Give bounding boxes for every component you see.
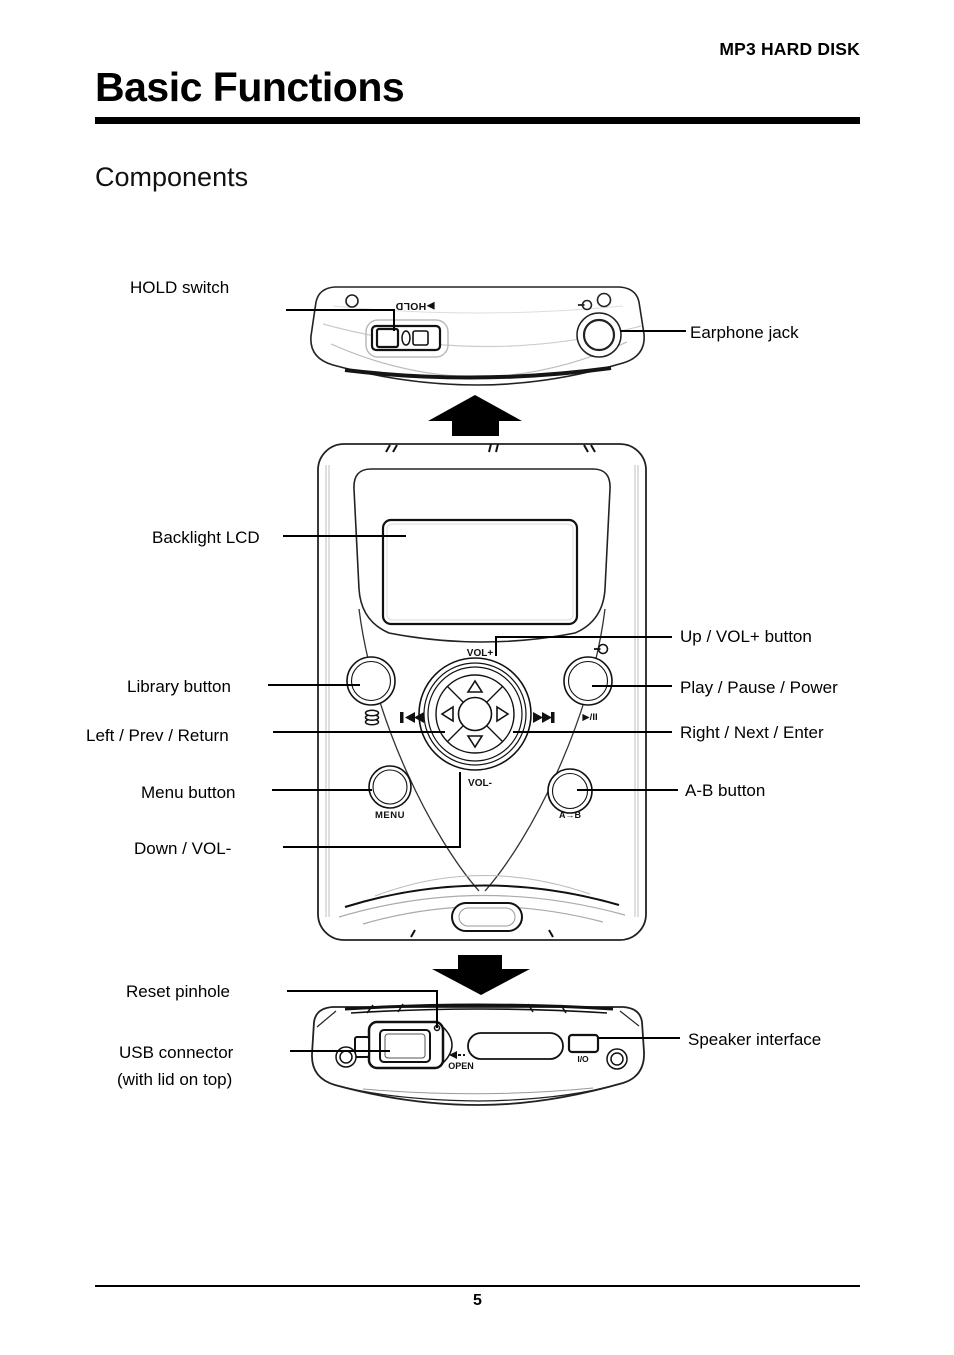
ab-button [547,768,593,814]
ab-marking: A→B [559,810,581,820]
leader-earphone-jack [620,330,686,332]
screw-hole [335,1046,357,1068]
usb-connector [354,1020,453,1070]
left-triangle-icon [440,705,454,723]
top-view-shadow-band [344,366,612,380]
callout-menu-button: Menu button [141,783,236,802]
leader-library-button [268,684,360,686]
leader-ab-button [577,789,678,791]
leader-usb-connector [290,1050,390,1052]
callout-right-next-enter: Right / Next / Enter [680,723,824,742]
speaker-port [567,1033,600,1054]
hold-marking: ▶HOLD [395,300,434,312]
skip-back-icon [400,712,424,723]
device-top-view: ▶HOLD [310,286,645,386]
leader-left-prev-return [273,731,445,733]
callout-down-vol: Down / VOL- [134,839,232,858]
down-triangle-icon [466,735,484,749]
title-rule [95,117,860,124]
leader-reset-pinhole [436,990,438,1028]
lcd-screen [381,518,579,626]
leader-hold-switch [393,309,395,331]
leader-down-vol [283,846,461,848]
callout-hold-switch: HOLD switch [130,278,230,297]
leader-up-vol [496,636,672,638]
screw-hole [606,1048,628,1070]
screw-hole [345,294,359,308]
top-ridge-band [344,1003,614,1011]
library-button [346,656,396,706]
callout-up-vol: Up / VOL+ button [680,627,812,646]
power-icon [578,299,593,311]
up-triangle-icon [466,679,484,693]
callout-backlight-lcd: Backlight LCD [152,528,260,547]
library-stack-icon [364,709,380,726]
right-triangle-icon [496,705,510,723]
leader-hold-switch [286,309,395,311]
dpad [418,657,532,771]
bottom-lid-opening [451,902,523,932]
battery-slot [467,1032,564,1060]
menu-marking: MENU [375,810,405,821]
leader-play-pause-power [592,685,672,687]
callout-play-pause-power: Play / Pause / Power [680,678,838,697]
io-marking: I/O [577,1054,589,1064]
leader-down-vol [459,772,461,848]
open-left-arrow-icon [449,1051,465,1059]
hold-switch [365,319,449,358]
callout-left-prev-return: Left / Prev / Return [86,726,229,745]
screw-hole [596,292,612,308]
earphone-jack [576,312,622,358]
callout-ab-button: A-B button [685,781,766,800]
callout-usb-connector: USB connector [119,1043,234,1062]
up-arrow [428,395,523,436]
skip-forward-icon [533,712,555,723]
usb-latch [354,1036,370,1058]
menu-button [368,765,412,809]
leader-backlight-lcd [283,535,406,537]
leader-reset-pinhole [287,990,438,992]
callout-earphone-jack: Earphone jack [690,323,799,342]
running-header: MP3 HARD DISK [719,39,860,59]
screen-bezel [353,468,611,643]
down-arrow [432,955,530,995]
callout-library-button: Library button [127,677,231,696]
device-front-view: VOL+ VOL- ▶/II MENU A→B [317,443,647,941]
page-number: 5 [473,1292,482,1309]
vol-minus-marking: VOL- [468,778,492,789]
callout-speaker-interface: Speaker interface [688,1030,822,1049]
play-pause-marking: ▶/II [582,712,597,723]
leader-up-vol [495,636,497,656]
open-marking: OPEN [448,1061,474,1071]
play-pause-button [563,656,613,706]
leader-right-next-enter [513,731,672,733]
section-heading: Components [95,162,249,192]
leader-speaker-interface [599,1037,680,1039]
device-bottom-view: OPEN I/O [311,1003,645,1106]
callout-reset-pinhole: Reset pinhole [126,982,230,1001]
vol-plus-marking: VOL+ [467,648,494,659]
footer-rule [95,1285,860,1287]
power-icon [594,643,609,655]
page-title: Basic Functions [95,64,405,110]
leader-menu-button [272,789,372,791]
callout-usb-connector-sub: (with lid on top) [117,1070,233,1089]
